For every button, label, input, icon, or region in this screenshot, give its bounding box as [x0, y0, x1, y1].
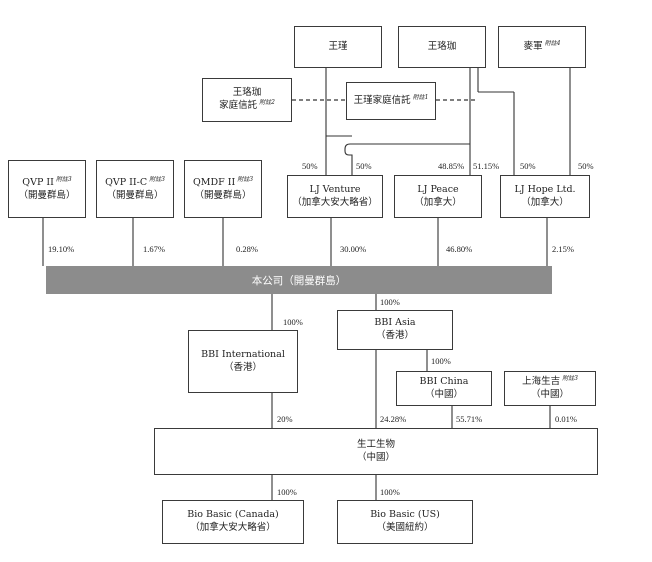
- wang-jin-trust-box: 王瑾家庭信託附註1: [346, 82, 436, 120]
- shanghai-shengji-note: 附註3: [562, 375, 578, 383]
- lj-hope-box: LJ Hope Ltd. （加拿大）: [500, 175, 590, 218]
- qmdf2-note: 附註3: [237, 175, 254, 183]
- pct-ljhope-to-co: 2.15%: [552, 244, 574, 254]
- pct-wj-to-ljv: 50%: [302, 161, 318, 171]
- pct-wlj-to-ljv: 50%: [356, 161, 372, 171]
- pct-to-ljpeace-a: 48.85%: [438, 161, 465, 171]
- bbi-asia-box: BBI Asia （香港）: [337, 310, 453, 350]
- pct-shengji-to-sangon: 0.01%: [555, 414, 577, 424]
- wang-jin-trust-name: 王瑾家庭信託: [353, 95, 411, 107]
- bbi-asia-name: BBI Asia: [374, 317, 416, 329]
- bio-basic-canada-jurisdiction: （加拿大安大略省）: [190, 522, 276, 533]
- qmdf2-name: QMDF II: [192, 176, 236, 188]
- lj-peace-box: LJ Peace （加拿大）: [394, 175, 482, 218]
- lj-hope-jurisdiction: （加拿大）: [521, 196, 569, 208]
- shanghai-shengji-box: 上海生吉附註3 （中國）: [504, 371, 596, 406]
- mai-jun-box: 麥軍附註4: [498, 26, 586, 68]
- mai-jun-name: 麥軍: [523, 41, 543, 53]
- shanghai-shengji-name: 上海生吉: [522, 376, 561, 388]
- lj-peace-name: LJ Peace: [417, 183, 459, 195]
- wang-luojia-trust-name: 王珞珈: [232, 86, 262, 98]
- qmdf2-jurisdiction: （開曼群島）: [194, 189, 252, 201]
- wang-luojia-trust-note: 附註2: [259, 99, 275, 107]
- lj-venture-jurisdiction: （加拿大安大略省）: [292, 196, 378, 208]
- qvp2c-jurisdiction: （開曼群島）: [106, 189, 164, 201]
- bio-basic-us-box: Bio Basic (US) （美國紐約）: [337, 500, 473, 544]
- qvp2-jurisdiction: （開曼群島）: [18, 189, 76, 201]
- wang-jin-name: 王瑾: [328, 40, 348, 52]
- bio-basic-us-name: Bio Basic (US): [370, 509, 440, 521]
- pct-qmdf2-to-co: 0.28%: [236, 244, 258, 254]
- pct-mj-to-ljhope: 50%: [578, 161, 594, 171]
- sangon-jurisdiction: （中國）: [356, 451, 395, 463]
- wang-luojia-name: 王珞珈: [427, 40, 457, 52]
- bio-basic-canada-name: Bio Basic (Canada): [187, 509, 279, 521]
- pct-ljpeace-to-co: 46.80%: [446, 244, 473, 254]
- wang-luojia-box: 王珞珈: [398, 26, 486, 68]
- bbi-china-jurisdiction: （中國）: [424, 388, 463, 400]
- pct-co-to-sangon: 24.28%: [380, 414, 407, 424]
- bbi-international-box: BBI International （香港）: [188, 330, 298, 393]
- wang-jin-box: 王瑾: [294, 26, 382, 68]
- bbi-international-name: BBI International: [201, 348, 285, 360]
- lj-venture-box: LJ Venture （加拿大安大略省）: [287, 175, 383, 218]
- pct-sangon-to-canada: 100%: [277, 487, 297, 497]
- bbi-asia-jurisdiction: （香港）: [375, 330, 414, 341]
- bbi-china-box: BBI China （中國）: [396, 371, 492, 406]
- pct-wlj-to-ljhope: 50%: [520, 161, 536, 171]
- bio-basic-canada-box: Bio Basic (Canada) （加拿大安大略省）: [162, 500, 304, 544]
- bbi-china-name: BBI China: [419, 375, 469, 387]
- pct-bbiasia-to-bbichina: 100%: [431, 356, 451, 366]
- company-name: 本公司（開曼群島）: [251, 274, 347, 287]
- mai-jun-note: 附註4: [544, 40, 561, 48]
- wang-luojia-trust-line2: 家庭信託: [219, 100, 258, 112]
- pct-bbichina-to-sangon: 55.71%: [456, 414, 483, 424]
- qvp2c-name: QVP II-C: [105, 176, 148, 188]
- pct-co-to-bbiasia: 100%: [380, 297, 400, 307]
- pct-co-to-bbiintl: 100%: [283, 317, 303, 327]
- qvp2c-note: 附註3: [149, 175, 165, 183]
- shanghai-shengji-jurisdiction: （中國）: [530, 389, 569, 401]
- pct-qvp2c-to-co: 1.67%: [143, 244, 165, 254]
- lj-venture-name: LJ Venture: [309, 183, 361, 195]
- pct-sangon-to-us: 100%: [380, 487, 400, 497]
- bio-basic-us-jurisdiction: （美國紐約）: [376, 522, 434, 533]
- qvp2-note: 附註3: [55, 175, 72, 183]
- bbi-international-jurisdiction: （香港）: [223, 361, 262, 373]
- qvp2-name: QVP II: [22, 176, 54, 188]
- pct-bbiintl-to-sangon: 20%: [277, 414, 293, 424]
- wang-luojia-trust-box: 王珞珈 家庭信託附註2: [202, 78, 292, 122]
- sangon-box: 生工生物 （中國）: [154, 428, 598, 475]
- lj-peace-jurisdiction: （加拿大）: [414, 196, 462, 208]
- sangon-name: 生工生物: [356, 438, 395, 450]
- pct-qvp2-to-co: 19.10%: [48, 244, 75, 254]
- pct-to-ljpeace-b: 51.15%: [473, 161, 500, 171]
- pct-ljv-to-co: 30.00%: [340, 244, 367, 254]
- wang-jin-trust-note: 附註1: [412, 94, 429, 102]
- company-bar: 本公司（開曼群島）: [46, 266, 552, 294]
- lj-hope-name: LJ Hope Ltd.: [514, 183, 576, 195]
